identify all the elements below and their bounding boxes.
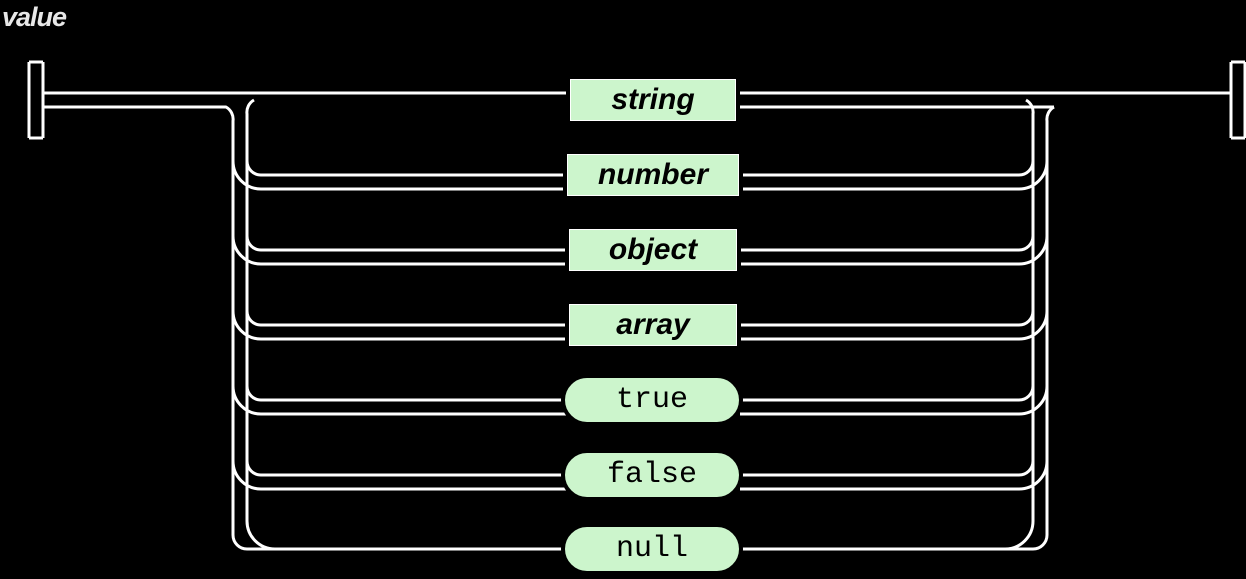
node-string[interactable]: string — [566, 75, 740, 125]
node-null[interactable]: null — [561, 523, 743, 575]
node-true[interactable]: true — [561, 374, 743, 426]
node-array[interactable]: array — [565, 300, 741, 350]
node-number[interactable]: number — [563, 150, 743, 200]
node-object[interactable]: object — [565, 225, 741, 275]
page-title: value — [2, 2, 67, 32]
node-false[interactable]: false — [561, 449, 743, 501]
